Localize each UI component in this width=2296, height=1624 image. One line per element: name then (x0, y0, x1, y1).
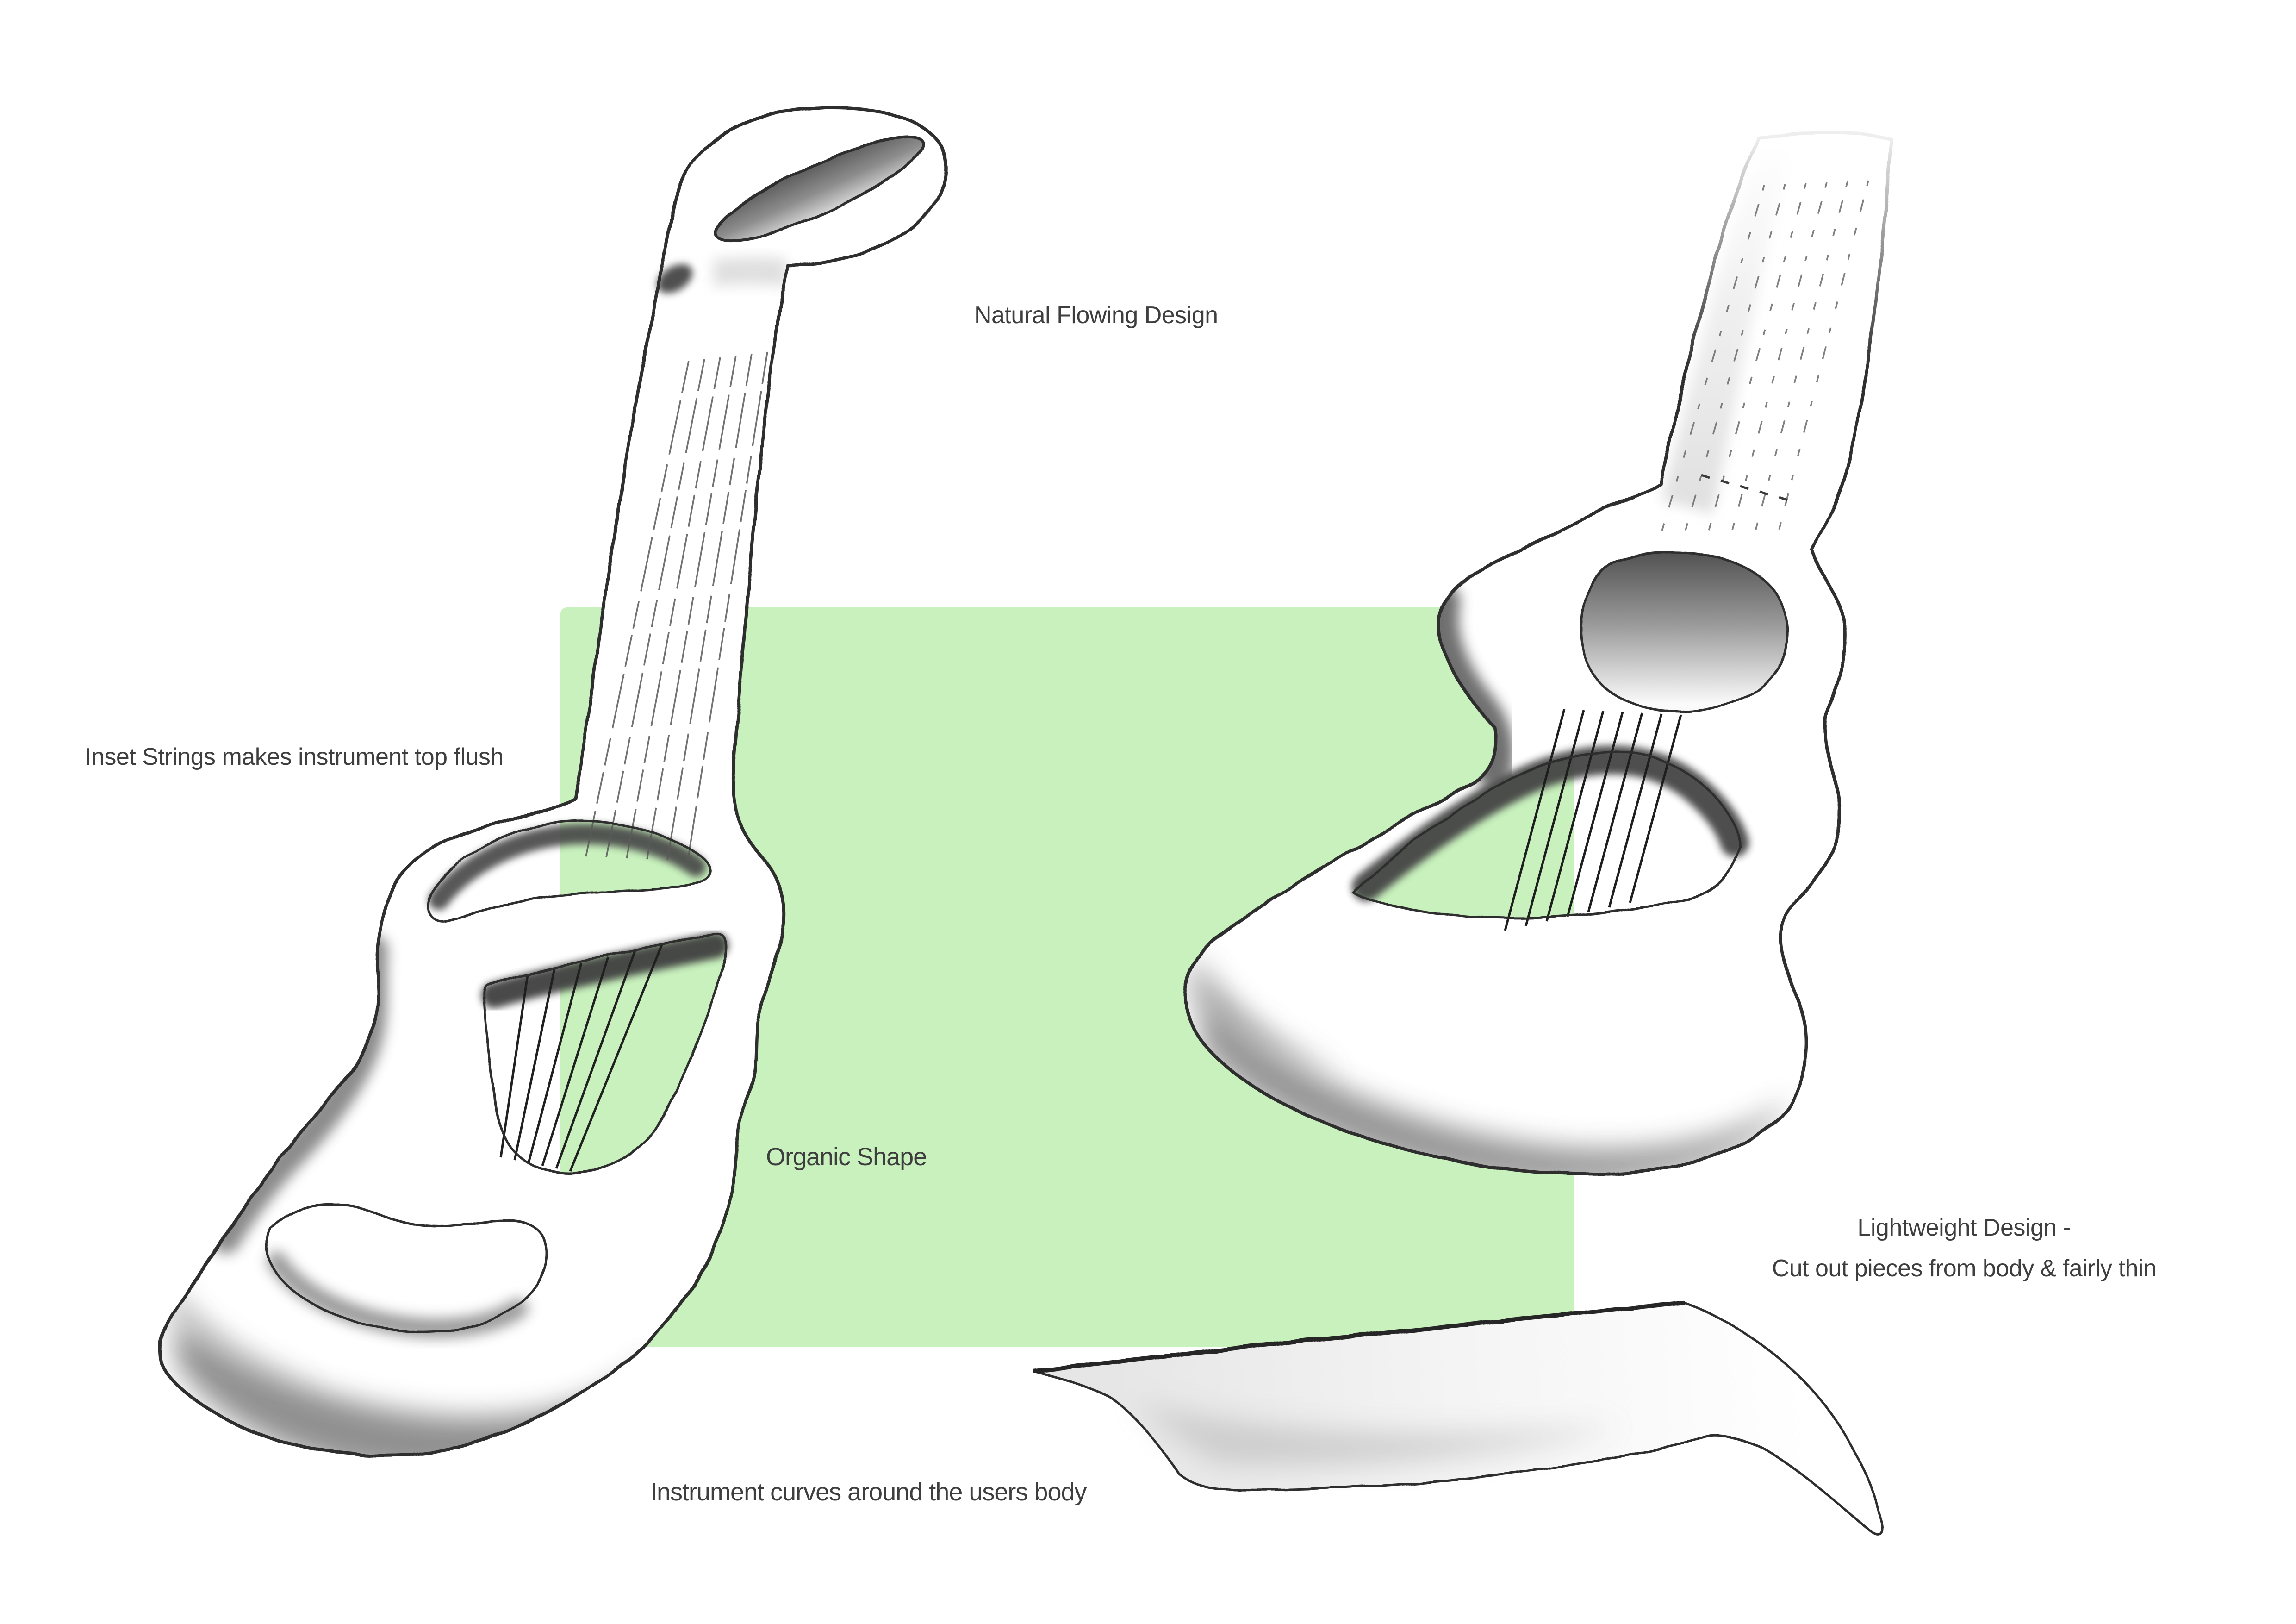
left-guitar-headstock-notch-shadow (657, 264, 693, 294)
side-profile-outline (1033, 1300, 1884, 1536)
annotation-instrument-curves: Instrument curves around the users body (650, 1478, 1087, 1506)
annotation-inset-strings: Inset Strings makes instrument top flush (85, 743, 504, 770)
left-guitar-outline (158, 106, 947, 1457)
right-guitar-neck-strings (1661, 180, 1869, 537)
annotation-lightweight-line1: Lightweight Design - (1857, 1214, 2071, 1241)
annotation-lightweight-line2: Cut out pieces from body & fairly thin (1772, 1255, 2157, 1282)
side-profile-curve-sketch (1033, 1300, 1884, 1536)
left-guitar-body-fill (160, 107, 946, 1455)
left-guitar-neck-strings (585, 351, 768, 862)
annotation-natural-flowing-design: Natural Flowing Design (974, 302, 1218, 329)
right-guitar-outline (1183, 131, 1893, 1176)
side-profile-fill (1033, 1303, 1883, 1535)
left-guitar-body-strings (499, 944, 663, 1172)
left-guitar-headstock-cutout (716, 137, 923, 241)
left-guitar-upper-cutout-rim (429, 824, 706, 910)
right-guitar-body-strings (1504, 709, 1682, 931)
annotation-lightweight-design: Lightweight Design - Cut out pieces from… (1712, 1207, 2216, 1289)
right-guitar-string-cutout-rim (1352, 745, 1749, 901)
green-highlight-rectangle (560, 607, 1574, 1347)
right-guitar-nut-dashes (1701, 474, 1788, 501)
right-guitar-upper-cutout (1580, 551, 1788, 712)
annotation-organic-shape: Organic Shape (766, 1143, 927, 1171)
